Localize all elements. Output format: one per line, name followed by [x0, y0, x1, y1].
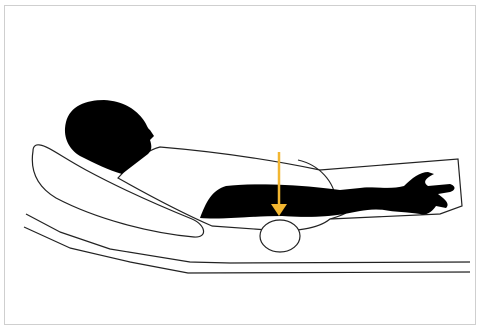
bed-base [24, 227, 470, 273]
arm-support-roll [260, 220, 300, 252]
